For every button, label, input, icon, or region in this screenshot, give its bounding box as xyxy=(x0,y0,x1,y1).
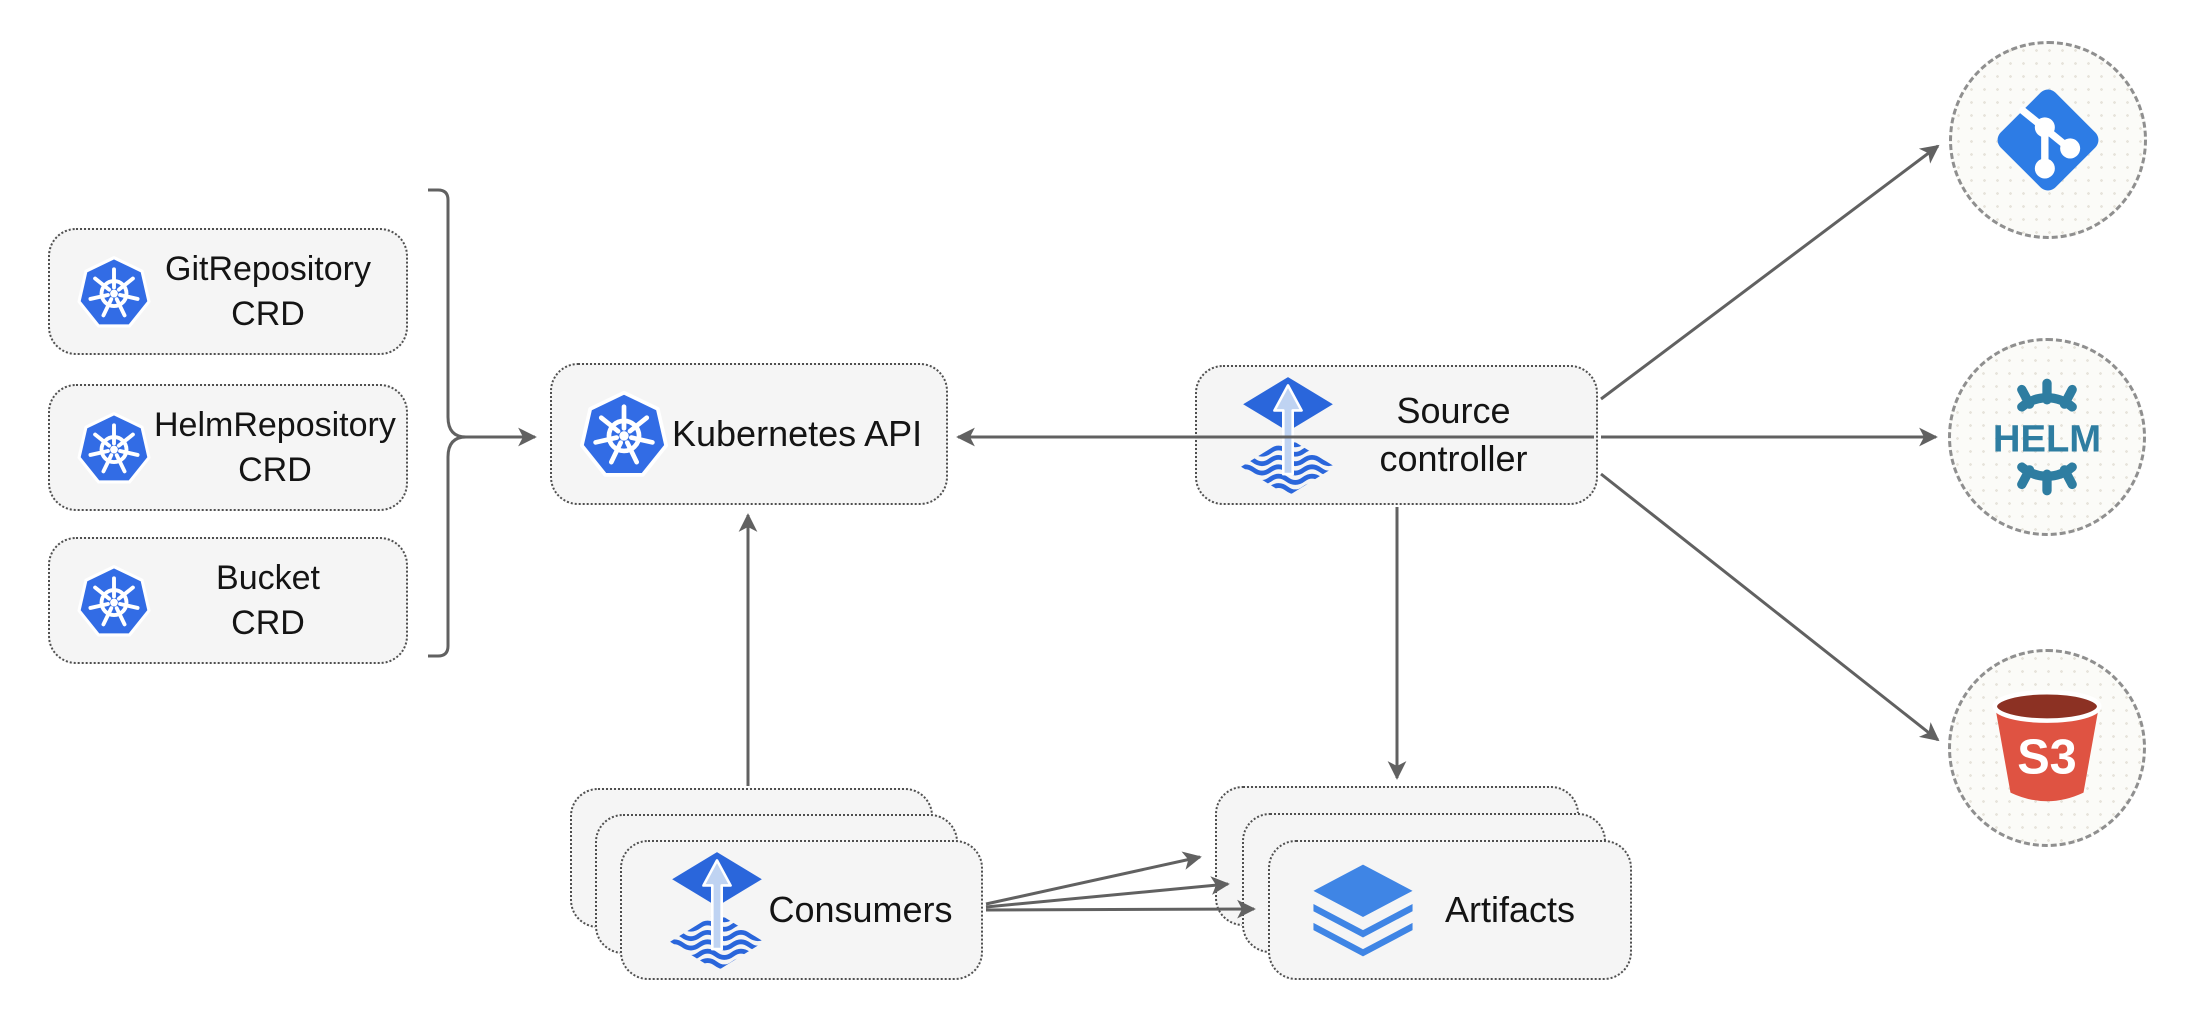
node-source-controller: Source controller xyxy=(1195,365,1598,505)
kubernetes-icon xyxy=(74,409,154,487)
node-label: Artifacts xyxy=(1444,889,1576,930)
node-label: Bucket CRD xyxy=(216,558,320,642)
node-label: Source controller xyxy=(1379,390,1528,479)
git-icon xyxy=(1997,89,2099,191)
s3-icon: S3 xyxy=(1992,689,2102,802)
node-helm-repository: HELM xyxy=(1948,338,2146,536)
node-s3-bucket: S3 xyxy=(1948,649,2146,847)
node-helmrepository-crd: HelmRepository CRD xyxy=(48,384,408,511)
edge-source-to-s3 xyxy=(1600,472,1940,742)
node-kubernetes-api: Kubernetes API xyxy=(550,363,948,505)
edge-consumers-to-artifacts-2 xyxy=(985,876,1230,909)
edge-consumers-to-artifacts-3 xyxy=(985,899,1256,919)
edge-consumers-to-artifacts-1 xyxy=(985,851,1202,906)
s3-text: S3 xyxy=(2017,730,2077,784)
node-label: Kubernetes API xyxy=(672,413,923,454)
node-gitrepository-crd: GitRepository CRD xyxy=(48,228,408,355)
kubernetes-icon xyxy=(74,562,154,640)
kubernetes-icon xyxy=(74,253,154,331)
helm-icon: HELM xyxy=(1993,378,2101,496)
flux-icon xyxy=(670,850,764,971)
node-label: HelmRepository CRD xyxy=(154,405,396,489)
crd-bracket xyxy=(428,188,467,658)
kubernetes-icon xyxy=(576,387,672,481)
flux-icon xyxy=(1241,375,1335,496)
helm-text: HELM xyxy=(1993,417,2101,460)
node-label: GitRepository CRD xyxy=(165,249,371,333)
node-artifacts: Artifacts xyxy=(1268,840,1632,980)
node-bucket-crd: Bucket CRD xyxy=(48,537,408,664)
node-consumers: Consumers xyxy=(620,840,983,980)
node-label: Consumers xyxy=(768,889,953,930)
node-git-repository xyxy=(1949,41,2147,239)
edge-source-to-git xyxy=(1600,144,1940,401)
layers-icon xyxy=(1312,863,1414,958)
